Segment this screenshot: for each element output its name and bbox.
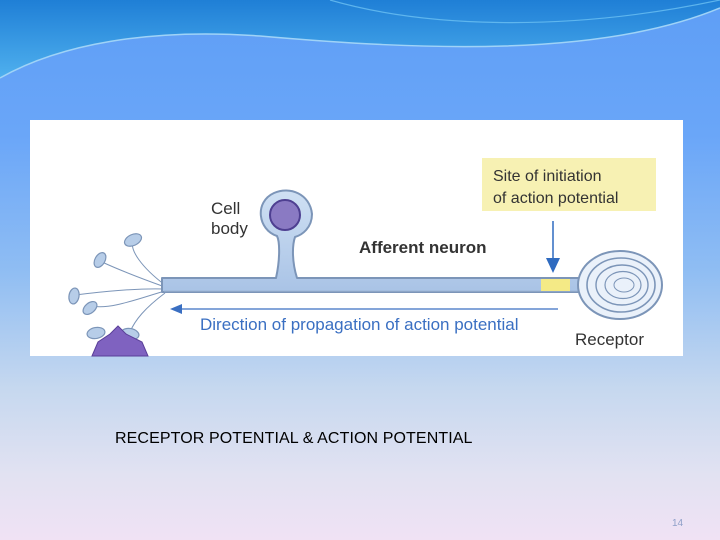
initiation-label-line2: of action potential — [493, 190, 618, 207]
initiation-zone-marker — [541, 279, 570, 291]
receptor-label: Receptor — [575, 330, 644, 349]
slide-page-number: 14 — [672, 518, 684, 529]
initiation-label-line1: Site of initiation — [493, 168, 602, 185]
propagation-arrow-head — [170, 304, 182, 314]
terminal-knobs — [68, 233, 143, 341]
initiation-arrow-head — [546, 258, 560, 273]
header-wave-banner — [0, 0, 720, 79]
initiation-callout-box — [482, 158, 656, 211]
propagation-direction-label: Direction of propagation of action poten… — [200, 315, 518, 334]
afferent-neuron-label: Afferent neuron — [359, 238, 487, 257]
afferent-neuron-diagram: Site of initiation of action potential C… — [68, 158, 663, 357]
postsynaptic-neuron — [91, 325, 149, 357]
cell-body-label-line1: Cell — [211, 199, 240, 218]
receptor-capsule — [577, 250, 663, 320]
slide-caption: RECEPTOR POTENTIAL & ACTION POTENTIAL — [115, 430, 473, 447]
axon-terminals — [74, 236, 166, 333]
neuron-diagram-panel: Site of initiation of action potential C… — [30, 120, 683, 357]
cell-body-nucleus — [269, 199, 301, 231]
cell-body-label-line2: body — [211, 219, 248, 238]
